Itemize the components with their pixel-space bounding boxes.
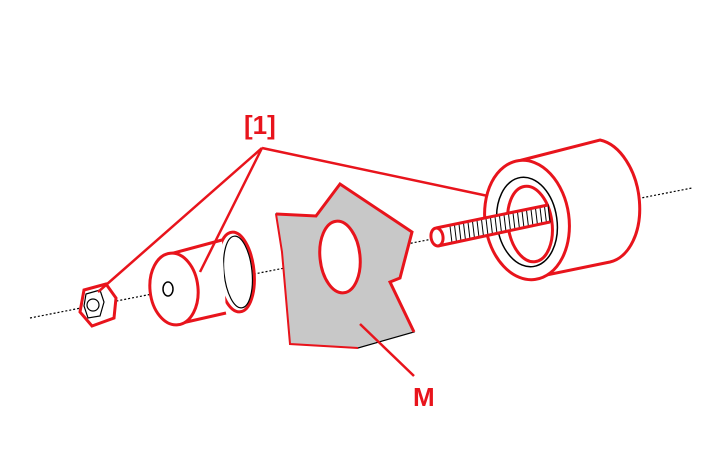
bolt-thread [544,206,547,224]
bolt-thread [458,224,462,242]
bolt-thread [508,213,511,231]
bolt-thread [526,210,529,228]
bolt-thread [512,212,516,231]
flanged-bushing [148,230,256,327]
callout-leaders [97,146,489,377]
bolt-thread [494,216,498,234]
bolt-thread [467,222,471,240]
bolt-thread [454,225,457,243]
bolt-thread [539,207,543,225]
plate-m [275,181,416,349]
bolt-thread [490,217,493,235]
bolt-thread [499,215,502,233]
part-label-m: M [413,382,435,412]
bolt-thread [449,225,453,244]
bolt-thread [485,218,489,236]
threaded-bolt [429,203,551,248]
sleeve [483,138,642,282]
bolt-thread [535,208,538,226]
bolt-thread [530,209,534,227]
bolt-thread [463,223,466,241]
bolt-thread [472,221,475,239]
bolt-thread [521,211,525,229]
hex-nut [78,282,118,328]
bolt-thread [481,219,484,237]
bolt-thread [503,214,507,232]
bolt-thread [517,211,520,230]
bolt-thread [476,220,480,238]
callout-label-1: [1] [244,110,276,140]
